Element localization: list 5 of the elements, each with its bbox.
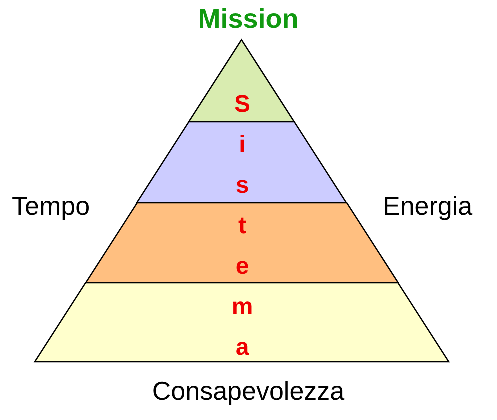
vertical-word: Sistema bbox=[230, 91, 254, 374]
side-label: Energia bbox=[383, 193, 473, 219]
base-label: Consapevolezza bbox=[151, 378, 346, 404]
side-label: Tempo bbox=[12, 193, 90, 219]
title: Mission bbox=[197, 6, 300, 33]
